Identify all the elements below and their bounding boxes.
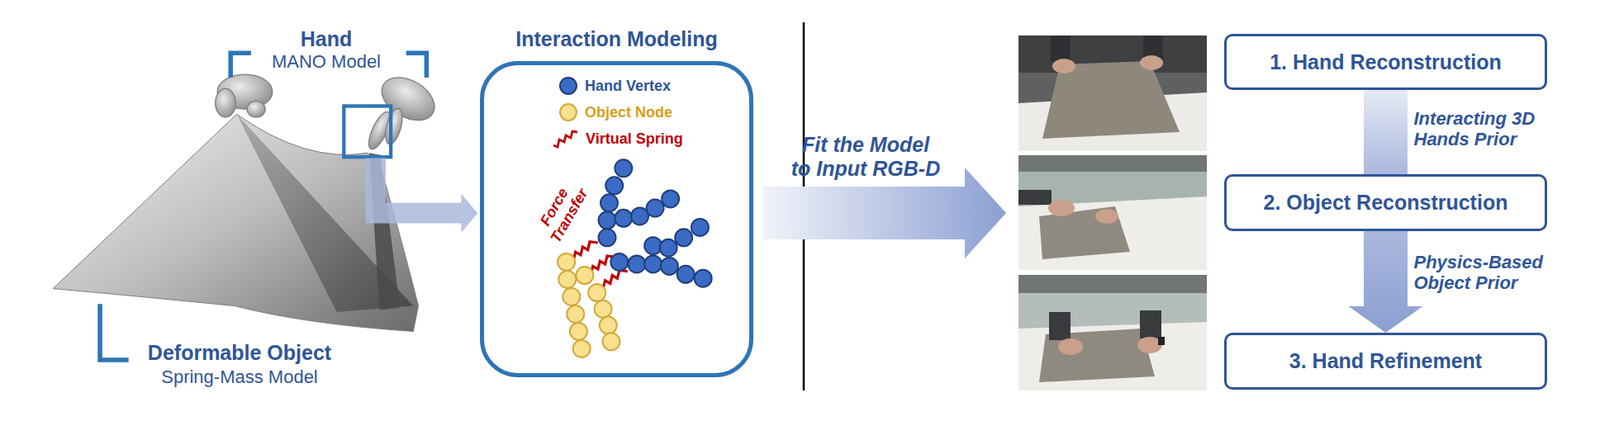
- bracket: [406, 52, 428, 78]
- edge-label: Interacting 3D Hands Prior: [1414, 108, 1555, 151]
- box-label: 2. Object Reconstruction: [1263, 190, 1509, 215]
- box-label: 3. Hand Refinement: [1289, 349, 1482, 374]
- legend-label: Hand Vertex: [584, 77, 671, 95]
- process-box: 2. Object Reconstruction: [1224, 174, 1548, 232]
- photo-cloth: [1039, 206, 1130, 260]
- process-box: 3. Hand Refinement: [1224, 332, 1548, 390]
- photo-hand: [1058, 338, 1083, 356]
- object-node: [558, 270, 576, 289]
- flow-arrow: [1348, 231, 1424, 333]
- legend-swatch: [559, 103, 578, 122]
- arrow-shaft: [1363, 231, 1408, 307]
- hand-vertex: [627, 255, 646, 273]
- hand-vertex: [610, 253, 628, 271]
- legend-swatch: [559, 76, 578, 95]
- hand-vertex: [691, 218, 709, 237]
- photo-arm: [1050, 35, 1071, 62]
- hand-vertex: [598, 211, 617, 229]
- photo-hand: [1095, 208, 1119, 224]
- object-node: [557, 253, 575, 271]
- input-photo: [1018, 35, 1207, 152]
- object-node: [575, 266, 594, 285]
- legend-entry: Hand Vertex: [559, 76, 671, 95]
- hand-vertex: [660, 257, 679, 276]
- bracket: [99, 303, 129, 361]
- box-heading: Interaction Modeling: [515, 27, 717, 52]
- legend-label: Virtual Spring: [585, 130, 684, 148]
- photo-background: [1018, 35, 1207, 152]
- object-node: [594, 300, 613, 319]
- hand-vertex: [614, 159, 632, 177]
- hand-vertex: [677, 265, 695, 284]
- photo-arm: [1049, 312, 1071, 341]
- flow-arrow: [1385, 90, 1387, 175]
- object-node: [588, 284, 606, 302]
- object-node: [562, 288, 580, 306]
- photo-hand: [1048, 199, 1075, 217]
- legend-entry: Virtual Spring: [551, 128, 684, 149]
- object-node: [573, 340, 591, 358]
- hand-vertex: [659, 239, 678, 257]
- photo-background: [1018, 155, 1207, 271]
- process-box: 1. Hand Reconstruction: [1224, 33, 1548, 91]
- object-node: [566, 305, 584, 323]
- hand-finger: [215, 88, 237, 118]
- photo-rail: [1018, 275, 1207, 294]
- object-node: [599, 317, 618, 335]
- hand-vertex: [661, 189, 679, 208]
- photo-table: [1018, 322, 1207, 391]
- input-photo: [1018, 155, 1207, 271]
- part-heading: Hand: [300, 27, 353, 52]
- legend-entry: Object Node: [559, 103, 673, 122]
- arrow-shaft: [1363, 90, 1408, 175]
- hand-vertex: [614, 209, 632, 228]
- object-nodes: [557, 253, 620, 358]
- photo-hand: [1052, 58, 1076, 74]
- hand-vertex: [646, 199, 665, 218]
- hand-vertices: [598, 159, 713, 287]
- hand-vertex: [674, 228, 693, 247]
- input-photo: [1018, 275, 1207, 391]
- photo-hand: [1139, 55, 1164, 71]
- legend-label: Object Node: [584, 104, 673, 122]
- photo-table: [1018, 196, 1207, 271]
- edge-label: Physics-Based Object Prior: [1414, 251, 1555, 294]
- photo-watch: [1158, 337, 1165, 346]
- photo-arm: [1018, 189, 1052, 205]
- spring-swatch: [551, 128, 579, 149]
- spring-symbol: [553, 131, 578, 148]
- zoom-frame: [343, 105, 391, 157]
- bracket: [230, 52, 252, 78]
- object-node: [602, 332, 620, 351]
- photo-rail: [1018, 155, 1207, 172]
- object-node: [569, 322, 588, 341]
- fit-arrow: [763, 167, 1007, 259]
- part-heading: Deformable Object: [147, 341, 332, 366]
- box-label: 1. Hand Reconstruction: [1269, 50, 1502, 75]
- hand-vertex: [598, 228, 617, 247]
- photo-arm: [1139, 310, 1162, 339]
- hand-vertex: [694, 270, 713, 288]
- arrow-head: [1348, 306, 1424, 333]
- part-subtitle: MANO Model: [271, 51, 381, 72]
- part-subtitle: Spring-Mass Model: [161, 366, 319, 388]
- left-illustration: [52, 52, 712, 361]
- cloth-mesh: [52, 113, 418, 332]
- hand-vertex: [605, 176, 623, 195]
- hand-thumb: [246, 100, 266, 118]
- zoom-arrow: [365, 157, 478, 233]
- hand-vertex: [644, 255, 662, 273]
- step-note: Fit the Model to Input RGB-D: [790, 132, 942, 181]
- hand-finger: [382, 106, 406, 146]
- force-note: Force Transfer: [526, 166, 598, 256]
- hand-vertex: [600, 194, 618, 212]
- photo-background: [1018, 275, 1207, 391]
